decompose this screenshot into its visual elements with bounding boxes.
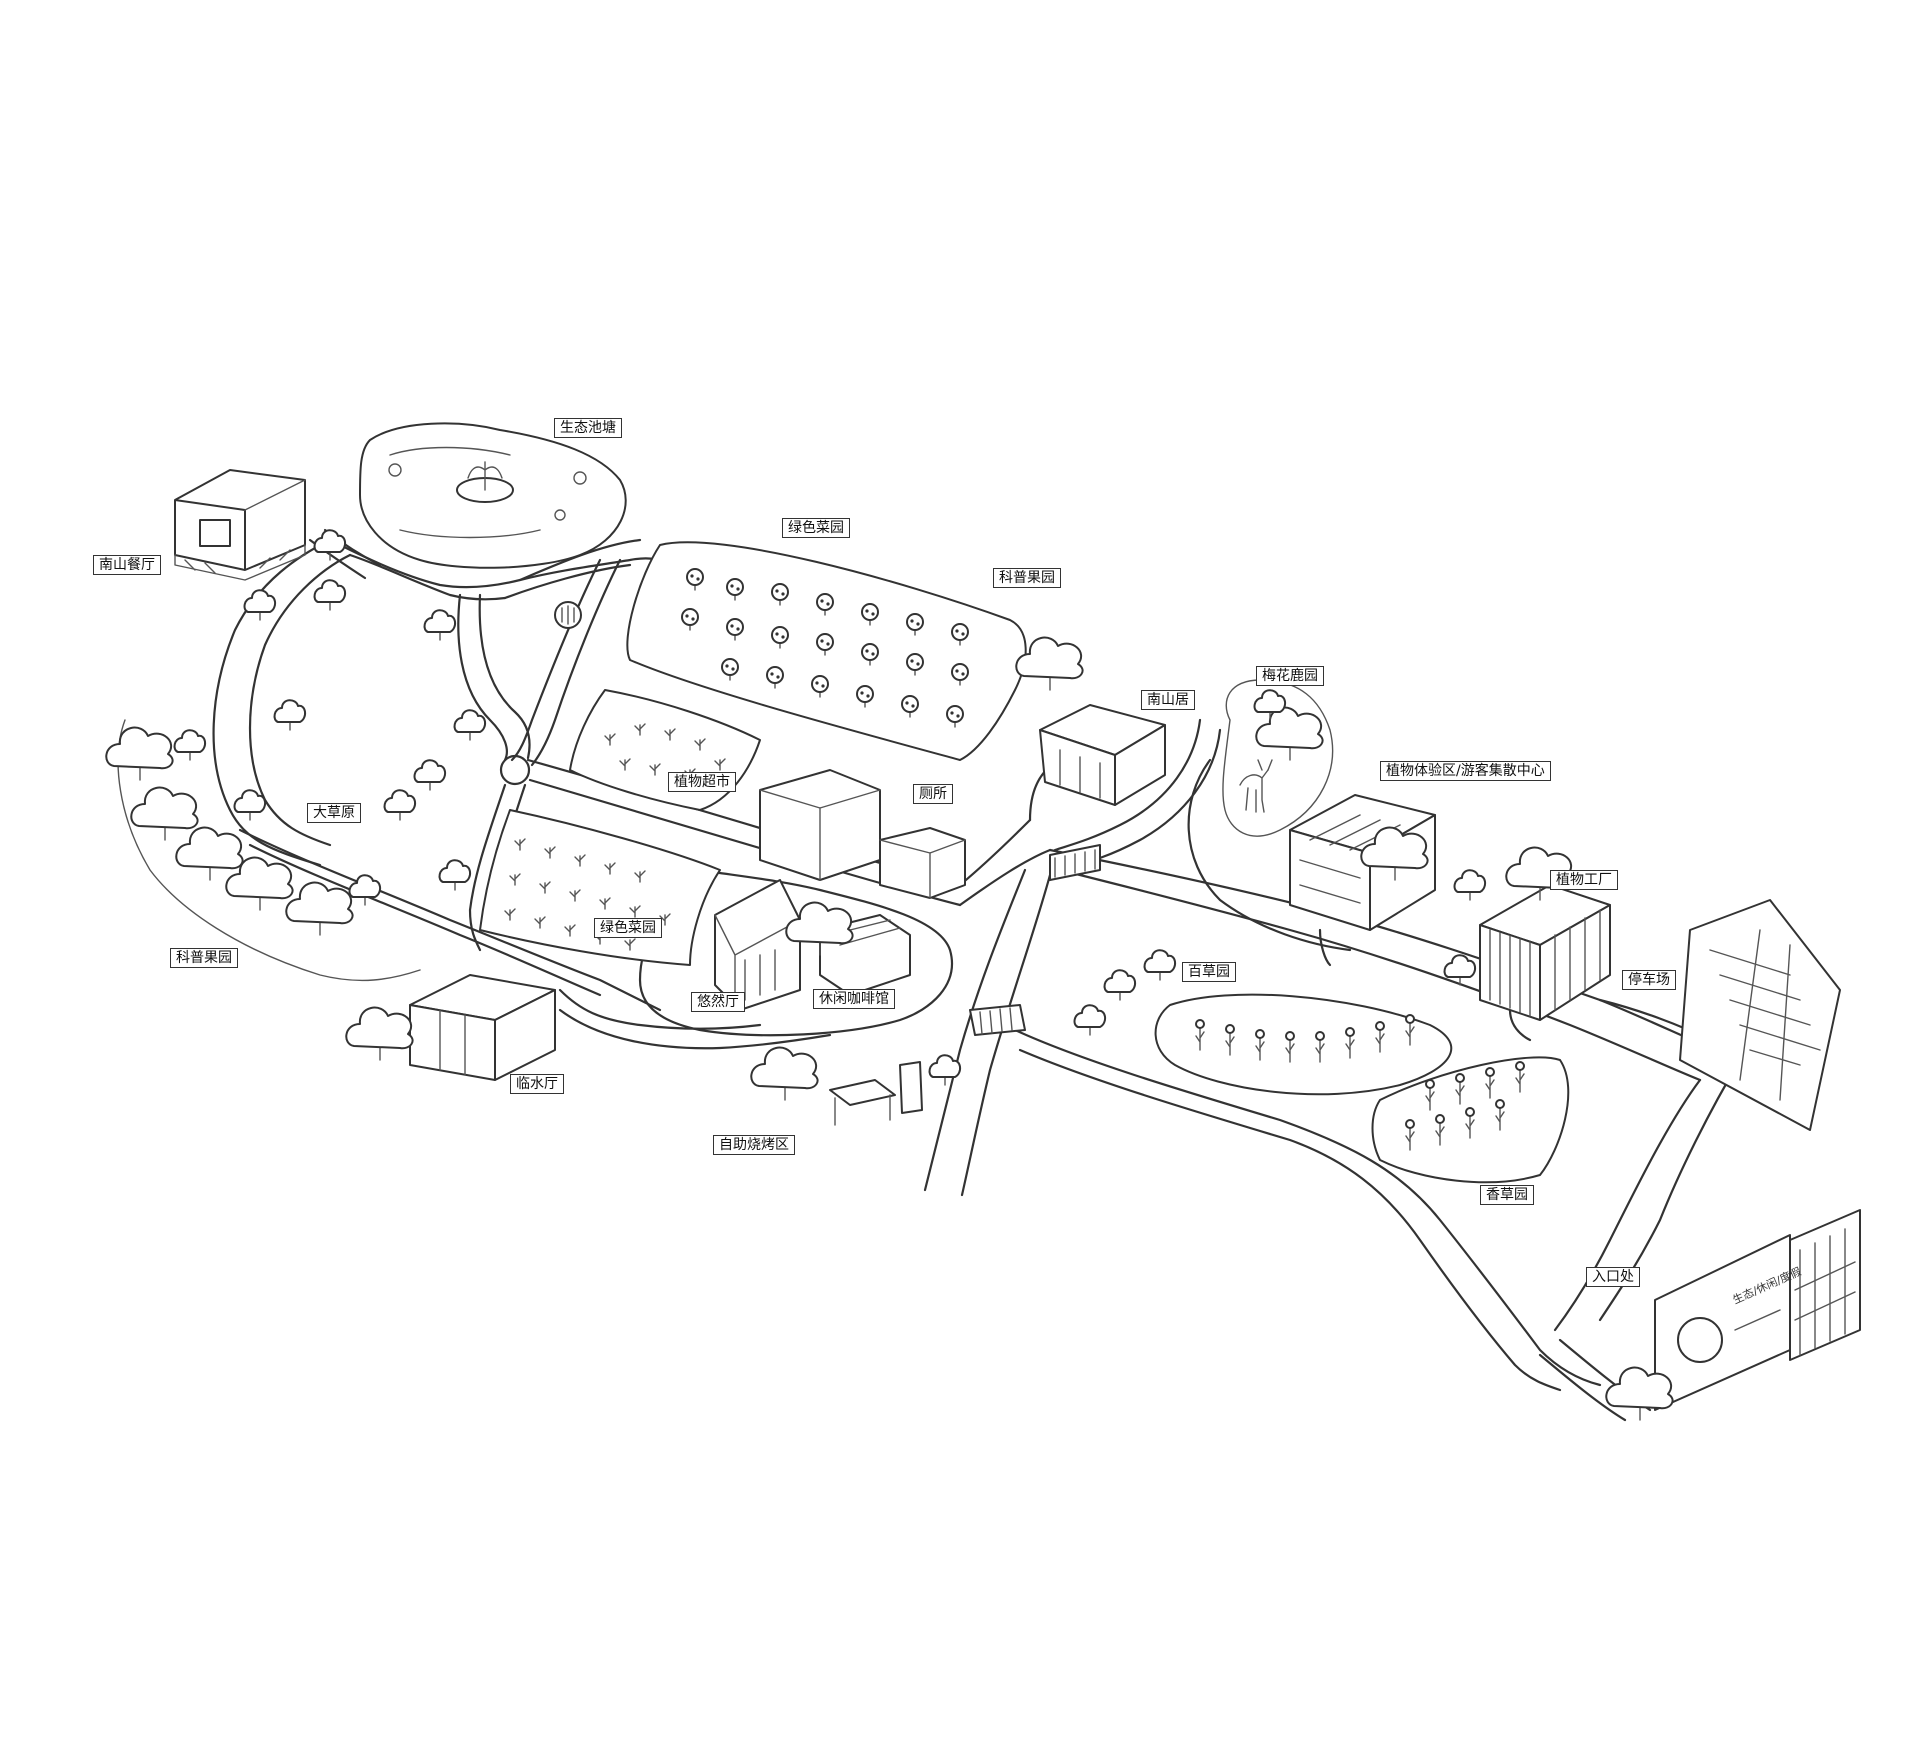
label-plant-factory[interactable]: 植物工厂	[1550, 870, 1618, 890]
parking-lot-area[interactable]	[1679, 899, 1841, 1131]
sika-deer-park[interactable]	[1222, 679, 1334, 837]
entrance-sign[interactable]	[1605, 1209, 1861, 1421]
label-entrance[interactable]: 入口处	[1586, 1267, 1640, 1287]
label-sika-deer-park[interactable]: 梅花鹿园	[1256, 666, 1324, 686]
label-toilet[interactable]: 厕所	[913, 784, 953, 804]
restroom-icon[interactable]	[554, 601, 582, 629]
bridge-icon[interactable]	[1049, 844, 1101, 881]
label-nanshan-restaurant[interactable]: 南山餐厅	[93, 555, 161, 575]
self-service-bbq-area[interactable]	[750, 1046, 962, 1126]
west-orchard-area[interactable]	[105, 719, 421, 982]
plant-factory-building[interactable]	[1443, 846, 1611, 1021]
label-green-vegetable-garden-north[interactable]: 绿色菜园	[782, 518, 850, 538]
waterside-hall-building[interactable]	[345, 974, 556, 1081]
nanshan-residence-building[interactable]	[1015, 636, 1166, 806]
ecological-pond[interactable]	[359, 422, 627, 569]
toilet-building[interactable]	[879, 827, 966, 899]
plant-supermarket-building[interactable]	[759, 769, 881, 881]
label-plant-experience-center[interactable]: 植物体验区/游客集散中心	[1380, 761, 1551, 781]
label-science-orchard-west[interactable]: 科普果园	[170, 948, 238, 968]
label-nanshan-residence[interactable]: 南山居	[1141, 690, 1195, 710]
plant-experience-center-building[interactable]	[1289, 794, 1436, 931]
label-hundred-herb-garden[interactable]: 百草园	[1182, 962, 1236, 982]
label-plant-supermarket[interactable]: 植物超市	[668, 772, 736, 792]
label-youran-hall[interactable]: 悠然厅	[691, 992, 745, 1012]
label-self-service-bbq[interactable]: 自助烧烤区	[713, 1135, 795, 1155]
fountain-icon	[456, 461, 514, 503]
bridge-icon[interactable]	[969, 1004, 1026, 1036]
label-science-orchard-north[interactable]: 科普果园	[993, 568, 1061, 588]
label-leisure-cafe[interactable]: 休闲咖啡馆	[813, 989, 895, 1009]
label-waterside-hall[interactable]: 临水厅	[510, 1074, 564, 1094]
big-meadow-area[interactable]	[233, 529, 487, 891]
spice-garden-field[interactable]	[1371, 1056, 1570, 1184]
label-big-meadow[interactable]: 大草原	[307, 803, 361, 823]
leisure-cafe-pergola[interactable]	[785, 901, 911, 996]
label-green-vegetable-garden-south[interactable]: 绿色菜园	[594, 918, 662, 938]
south-crop-field[interactable]	[479, 809, 721, 966]
north-garden-area[interactable]	[626, 541, 1027, 761]
nanshan-restaurant-building[interactable]	[174, 469, 306, 581]
hundred-herb-garden-field[interactable]	[1073, 949, 1453, 1096]
middle-crop-field[interactable]	[569, 689, 761, 811]
label-spice-garden[interactable]: 香草园	[1480, 1185, 1534, 1205]
deer-icon	[1239, 759, 1273, 813]
label-ecological-pond[interactable]: 生态池塘	[554, 418, 622, 438]
youran-hall-building[interactable]	[714, 879, 801, 1011]
label-parking-lot[interactable]: 停车场	[1622, 970, 1676, 990]
